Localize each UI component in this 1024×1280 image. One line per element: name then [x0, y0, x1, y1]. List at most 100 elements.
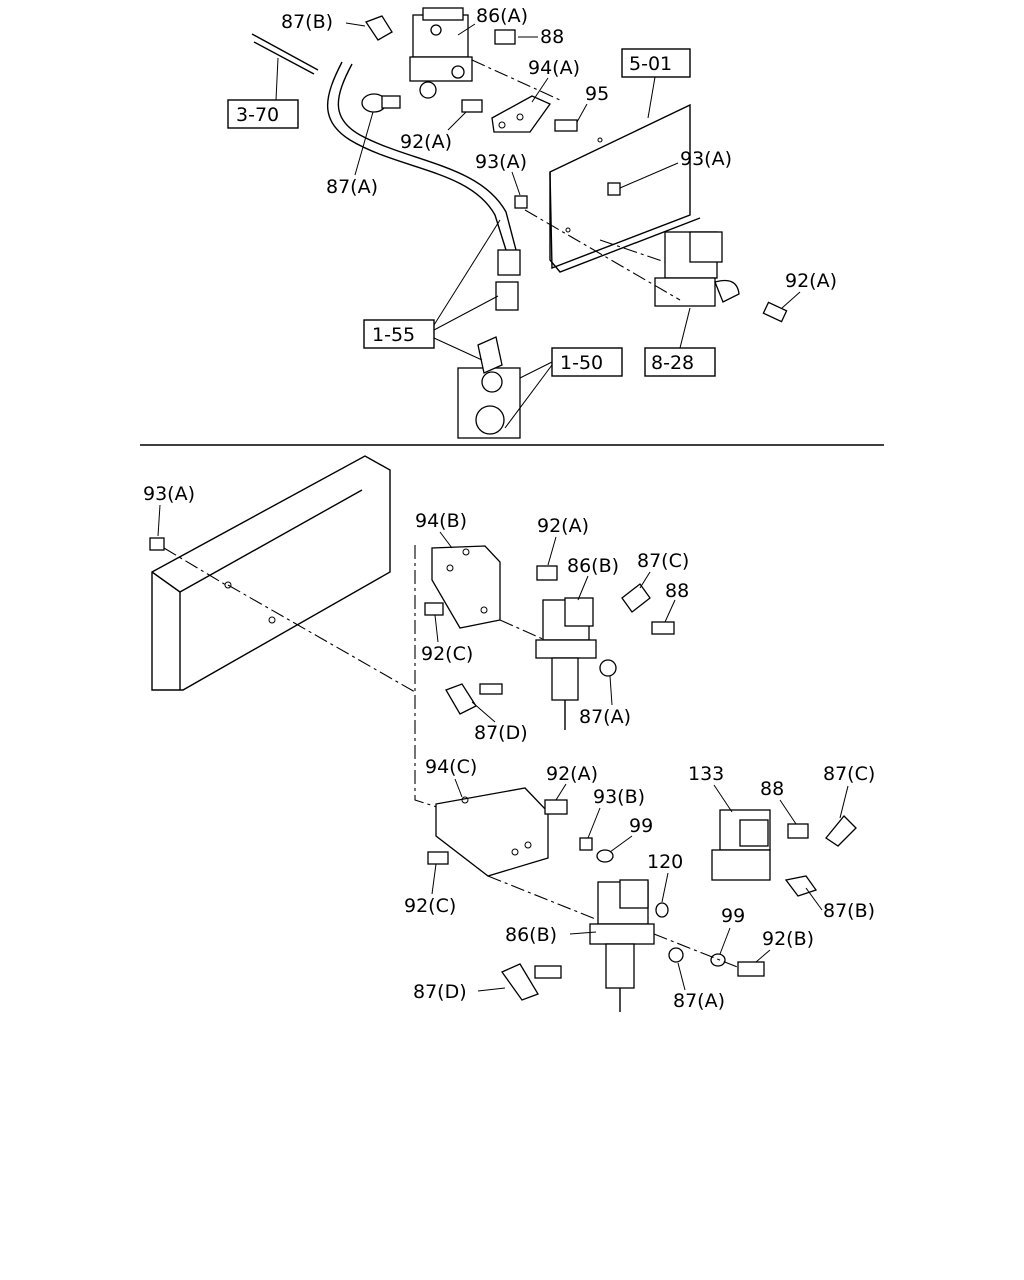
leader-line [447, 111, 467, 131]
frame-rail-edge [151, 571, 181, 593]
leader-line [275, 57, 279, 101]
solenoid-connector-right [689, 231, 723, 263]
bracket-94c [435, 787, 549, 877]
relay-valve-port [475, 405, 505, 435]
leader-line [433, 295, 499, 331]
relay-inlet-elbow [477, 336, 503, 374]
leader-line [779, 799, 797, 825]
leader-line [577, 575, 589, 601]
valve-cylinder-lower [605, 943, 635, 989]
leader-line [719, 927, 731, 955]
callout-93a: 93(A) [475, 151, 527, 173]
callout-92a-2: 92(A) [546, 763, 598, 785]
bolt-92a [536, 565, 558, 581]
leader-line [755, 949, 771, 963]
leader-line [839, 785, 849, 819]
valve-133-connector [739, 819, 769, 847]
callout-87d-1: 87(D) [474, 722, 528, 744]
callout-87c-1: 87(C) [637, 550, 689, 572]
plug-88 [494, 29, 516, 45]
solenoid-connector-lower [619, 879, 649, 909]
bracket-hole [462, 548, 470, 556]
callout-93a: 93(A) [143, 483, 195, 505]
air-pipe-edge [253, 41, 315, 75]
callout-92a-right: 92(A) [785, 270, 837, 292]
o-ring-120 [655, 902, 669, 918]
frame-hole [268, 616, 276, 624]
bottom-assembly: 93(A) 94(B) 92(A) 86(B) 87(C) 88 92(C) 8… [143, 455, 875, 1012]
leader-line [587, 807, 601, 839]
elbow-87d-thread [479, 683, 503, 695]
bracket-hole [446, 564, 454, 572]
leader-line [531, 77, 549, 103]
bolt-92a [461, 99, 483, 113]
leader-line [647, 76, 656, 119]
bolt-92a-right [762, 301, 788, 323]
ref-box-1-55 [363, 319, 435, 349]
callout-95: 95 [585, 83, 609, 105]
frame-channel [549, 103, 691, 270]
callout-88-1: 88 [665, 580, 689, 602]
ref-label-3-70: 3-70 [236, 104, 279, 126]
bracket-hole [498, 121, 506, 129]
bracket-hole [511, 848, 519, 856]
bracket-94b [431, 545, 501, 629]
elbow-87b [365, 15, 393, 41]
ref-label-1-55: 1-55 [372, 324, 415, 346]
plug-88 [651, 621, 675, 635]
leader-line [661, 872, 669, 903]
nut-93a [149, 537, 165, 551]
bolt-92a-lower [544, 799, 568, 815]
air-pipe [251, 33, 319, 71]
leader-line [679, 307, 691, 349]
callout-86b-2: 86(B) [505, 924, 557, 946]
valve-port [419, 81, 437, 99]
nut-93a-2 [607, 182, 621, 196]
assembly-line [653, 933, 741, 969]
bracket-hole [524, 841, 532, 849]
elbow-87d-lower [501, 963, 539, 1001]
ref-box-1-50 [551, 347, 623, 377]
valve-cylinder [551, 657, 579, 701]
fitting-87a-thread [381, 95, 401, 109]
leader-line [547, 536, 557, 566]
assembly-line [471, 59, 561, 101]
ref-label-1-50: 1-50 [560, 352, 603, 374]
ref-box-3-70 [227, 99, 299, 129]
leader-line [471, 701, 496, 723]
elbow-87d [445, 683, 477, 715]
assembly-line [414, 545, 441, 809]
callout-86b-1: 86(B) [567, 555, 619, 577]
hose-edge [337, 63, 517, 251]
elbow-87c [621, 583, 651, 613]
leader-line [664, 599, 676, 623]
fitting-87a [599, 659, 617, 677]
bolt-92b [737, 961, 765, 977]
assembly-line [487, 875, 599, 921]
solenoid-connector [422, 7, 464, 21]
leader-line [477, 987, 506, 992]
callout-99-1: 99 [629, 815, 653, 837]
valve-body-right [654, 277, 716, 307]
callout-94a: 94(A) [528, 57, 580, 79]
valve-body-lower [589, 923, 655, 945]
callout-93a-right: 93(A) [680, 148, 732, 170]
washer-99-lower [710, 953, 726, 967]
ref-label-5-01: 5-01 [629, 53, 672, 75]
frame-hole [565, 227, 571, 233]
fitting-87a-lower [668, 947, 684, 963]
assembly-line [227, 584, 416, 693]
leader-line [454, 778, 463, 798]
leader-line [781, 291, 801, 309]
leader-line [434, 614, 439, 643]
leader-line [433, 337, 483, 361]
leader-line [157, 504, 161, 537]
leader-line [713, 784, 733, 813]
leader-line [431, 863, 437, 895]
callout-92c-2: 92(C) [404, 895, 456, 917]
leader-line [511, 171, 521, 196]
ref-label-8-28: 8-28 [651, 352, 694, 374]
callout-92c-1: 92(C) [421, 643, 473, 665]
assembly-line [499, 619, 546, 641]
